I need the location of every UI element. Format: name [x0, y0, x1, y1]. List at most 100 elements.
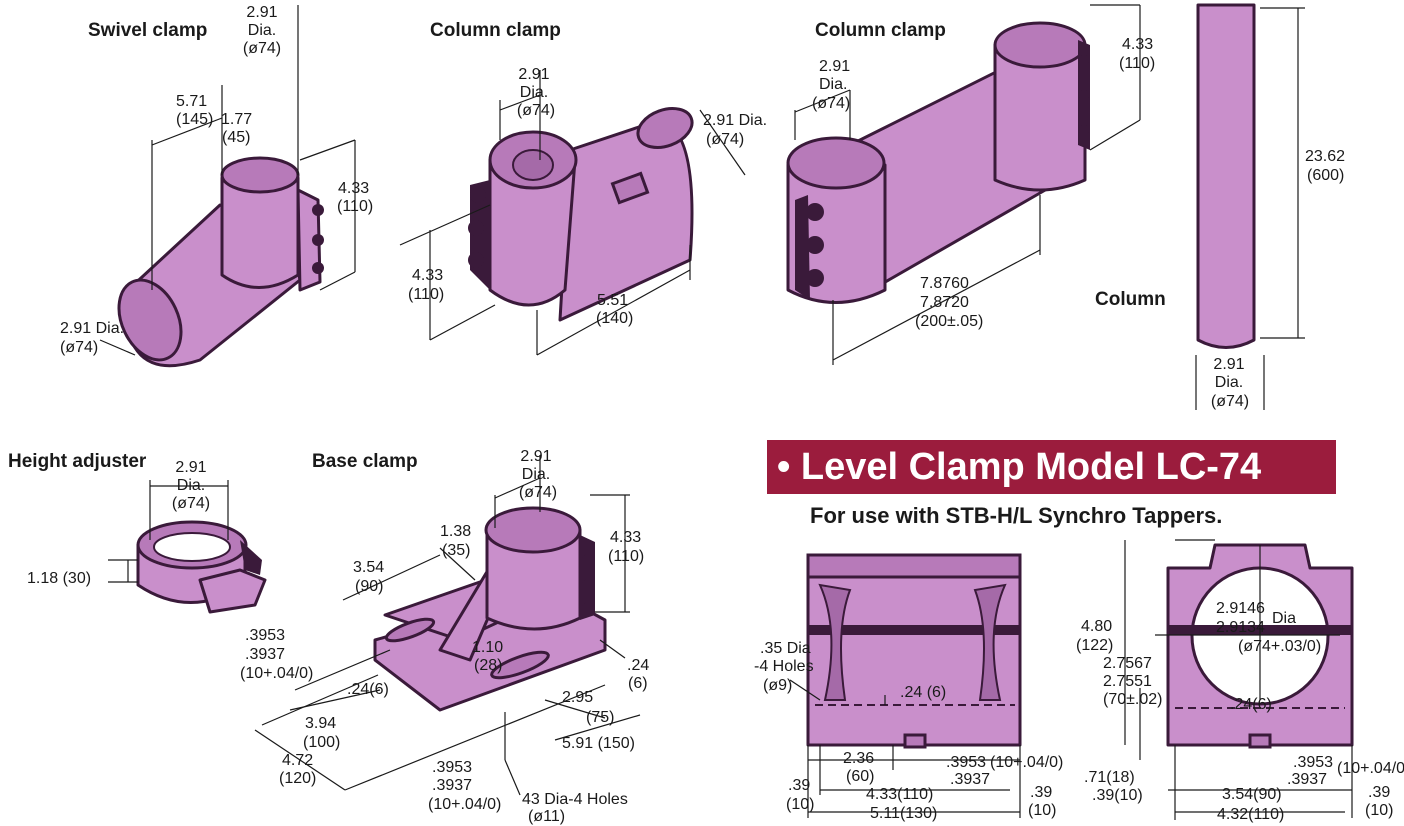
base-top-dia-label: Dia. — [521, 466, 551, 483]
lc-right-w1: 2.7567 — [1103, 655, 1152, 672]
height-adjuster-part — [136, 520, 267, 614]
column-clamp-2-dims — [794, 4, 1141, 365]
base-p1: .3953 — [432, 759, 473, 776]
swivel-height-mm: (110) — [337, 198, 374, 215]
column-part — [1196, 3, 1256, 349]
col1-top-dia-mm: (ø74) — [516, 102, 556, 119]
lc-left-a: 2.36 — [843, 750, 875, 767]
lc-right-f: 4.32(110) — [1217, 806, 1285, 823]
level-clamp-subtitle: For use with STB-H/L Synchro Tappers. — [810, 503, 1223, 528]
lc-right-height: 4.80 — [1081, 618, 1113, 635]
base-n: 5.91 (150) — [562, 735, 635, 752]
lc-right-d1: .3953 — [1293, 754, 1334, 771]
col1-length-mm: (140) — [596, 310, 634, 327]
swivel-height: 4.33 — [338, 180, 370, 197]
base-g-mm: (100) — [303, 734, 341, 751]
col2-dia-mm: (ø74) — [812, 95, 851, 112]
lc-left-f: 5.11(130) — [870, 805, 938, 822]
base-m-mm: (75) — [586, 709, 615, 726]
column-height: 23.62 — [1305, 148, 1346, 165]
col2-height: 4.33 — [1122, 36, 1154, 53]
lc-right-b: .39(10) — [1092, 787, 1143, 804]
height-adj-dia-mm: (ø74) — [171, 495, 211, 512]
base-height: 4.33 — [610, 529, 642, 546]
base-clamp-heading: Base clamp — [312, 451, 418, 472]
col1-top-dia: 2.91 — [518, 66, 550, 83]
lc-right-dia1: 2.9146 — [1216, 600, 1265, 617]
base-f-tol: (10+.04/0) — [240, 665, 314, 682]
swivel-len1: 5.71 — [176, 93, 208, 110]
lc-left-b1: .3953 — [946, 754, 987, 771]
swivel-top-dia: 2.91 — [246, 4, 278, 21]
base-k-mm: (120) — [279, 770, 317, 787]
swivel-clamp-dims — [99, 5, 356, 356]
column-clamp-2-part — [786, 21, 1090, 304]
column-clamp-1-part — [468, 107, 694, 322]
column-height-mm: (600) — [1307, 167, 1345, 184]
base-k: 4.72 — [282, 752, 314, 769]
lc-left-b-tol: (10+.04/0) — [990, 754, 1064, 771]
col2-length-min: 7.8720 — [920, 294, 969, 311]
swivel-clamp-heading: Swivel clamp — [88, 20, 208, 41]
base-clamp-dims — [254, 455, 641, 796]
col2-height-mm: (110) — [1119, 55, 1156, 72]
lc-left-c: .39 — [788, 777, 811, 794]
lc-right-dia-mm: (ø74+.03/0) — [1238, 638, 1322, 655]
base-a: 1.38 — [440, 523, 472, 540]
base-c: 1.10 — [472, 639, 504, 656]
col1-top-dia-label: Dia. — [519, 84, 549, 101]
lc74-front-view-part — [806, 553, 1022, 749]
base-height-mm: (110) — [608, 548, 645, 565]
height-adj-dia: 2.91 — [175, 459, 207, 476]
base-b: 3.54 — [353, 559, 385, 576]
column-dia-mm: (ø74) — [1210, 393, 1250, 410]
col1-height-mm: (110) — [408, 286, 445, 303]
lc-left-holes2: -4 Holes — [754, 658, 814, 675]
base-top-dia: 2.91 — [520, 448, 552, 465]
lc-left-depth: .24 (6) — [900, 684, 947, 701]
lc-right-depth: .24(6) — [1230, 696, 1272, 713]
lc-left-holes: .35 Dia — [760, 640, 811, 657]
lc-left-a-mm: (60) — [846, 768, 875, 785]
base-holes: 43 Dia-4 Holes — [522, 791, 628, 808]
lc-right-w-mm: (70±.02) — [1103, 691, 1163, 708]
lc-right-d-tol: (10+.04/0) — [1337, 760, 1404, 777]
lc-right-c: 3.54(90) — [1222, 786, 1282, 803]
lc-right-e-mm: (10) — [1365, 802, 1394, 819]
col1-height: 4.33 — [412, 267, 444, 284]
base-d: .24 — [627, 657, 650, 674]
swivel-len1-mm: (145) — [176, 111, 214, 128]
col2-length-mm: (200±.05) — [915, 313, 984, 330]
lc-left-holes-mm: (ø9) — [763, 677, 793, 694]
column-clamp-2-heading: Column clamp — [815, 20, 946, 41]
column-dia-label: Dia. — [1214, 374, 1244, 391]
base-c-mm: (28) — [474, 657, 503, 674]
base-p-tol: (10+.04/0) — [428, 796, 502, 813]
lc-right-w2: 2.7551 — [1103, 673, 1152, 690]
lc-left-b2: .3937 — [950, 771, 991, 788]
lc-right-dia-label: Dia — [1272, 610, 1297, 627]
base-m: 2.95 — [562, 689, 594, 706]
column-dia: 2.91 — [1213, 356, 1245, 373]
height-adj-dia-label: Dia. — [176, 477, 206, 494]
col2-dia-label: Dia. — [819, 76, 848, 93]
height-adj-height: 1.18 (30) — [27, 570, 92, 587]
swivel-bottom-dia-mm: (ø74) — [60, 339, 99, 356]
lc-right-e: .39 — [1368, 784, 1391, 801]
base-holes-mm: (ø11) — [528, 808, 566, 825]
lc-right-height-mm: (122) — [1076, 637, 1114, 654]
base-clamp-part — [373, 506, 607, 712]
lc-right-d2: .3937 — [1287, 771, 1328, 788]
base-b-mm: (90) — [355, 578, 384, 595]
swivel-len2-mm: (45) — [222, 129, 251, 146]
base-f1: .3953 — [245, 627, 286, 644]
base-f2: .3937 — [245, 646, 286, 663]
lc-right-a: .71(18) — [1084, 769, 1135, 786]
column-clamp-1-dims — [399, 70, 746, 356]
height-adjuster-heading: Height adjuster — [8, 451, 147, 472]
height-adjuster-dims — [108, 480, 229, 583]
level-clamp-banner: • Level Clamp Model LC-74 — [767, 440, 1336, 494]
lc-left-d: 4.33(110) — [866, 786, 934, 803]
base-g: 3.94 — [305, 715, 337, 732]
